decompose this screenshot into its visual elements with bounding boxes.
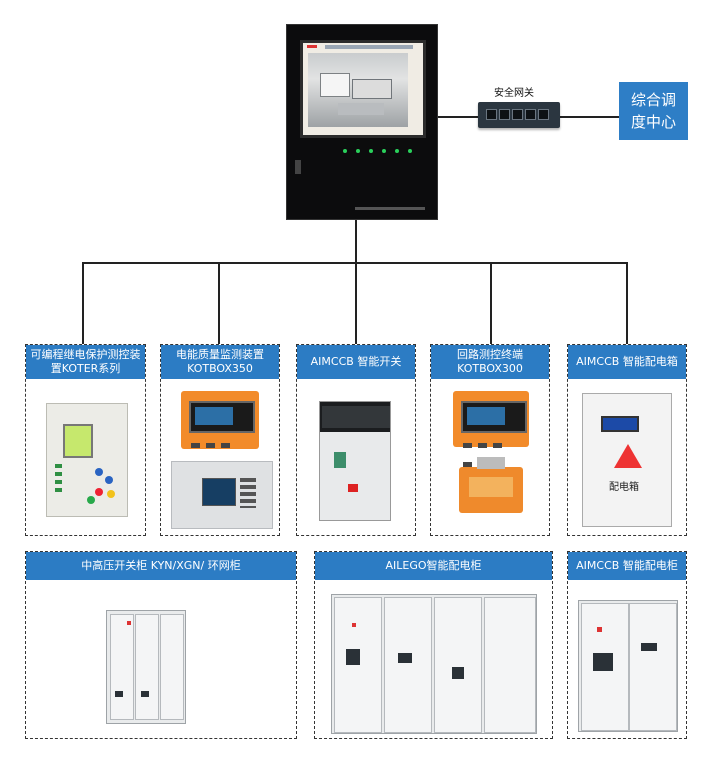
switch-label: 安全网关 <box>494 88 534 99</box>
smart-breaker-image <box>319 401 391 521</box>
warning-icon <box>614 444 642 468</box>
hv-switchgear-image <box>106 610 186 724</box>
dispatch-center-label: 综合调度中心 <box>630 91 676 131</box>
card-koter: 可编程继电保护测控装置KOTER系列 <box>25 344 146 536</box>
drop-line-3 <box>355 262 357 344</box>
box-label: 配电箱 <box>609 482 639 493</box>
server-switch-line <box>436 116 478 118</box>
cabinet-handle <box>295 160 301 174</box>
card-title-kotbox300: 回路测控终端KOTBOX300 <box>431 345 549 379</box>
drop-line-2 <box>218 262 220 344</box>
distribution-box-image: 配电箱 <box>582 393 672 527</box>
card-aimccb-box: AIMCCB 智能配电箱 配电箱 <box>567 344 687 536</box>
screen-title-bar <box>325 45 413 49</box>
card-kotbox350: 电能质量监测装置KOTBOX350 <box>160 344 280 536</box>
quality-panel-image <box>171 461 273 529</box>
screen-brand-mark <box>307 45 317 48</box>
card-title-aimccb-cabinet: AIMCCB 智能配电柜 <box>568 552 686 580</box>
card-ailego: AILEGO智能配电柜 <box>314 551 553 739</box>
loop-terminal-image <box>459 457 523 513</box>
card-title-aimccb-switch: AIMCCB 智能开关 <box>297 345 415 379</box>
drop-line-5 <box>626 262 628 344</box>
status-leds <box>343 138 435 153</box>
dispatch-center-box: 综合调度中心 <box>619 82 688 140</box>
card-title-ailego: AILEGO智能配电柜 <box>315 552 552 580</box>
card-kotbox300: 回路测控终端KOTBOX300 <box>430 344 550 536</box>
card-title-koter: 可编程继电保护测控装置KOTER系列 <box>26 345 145 379</box>
screen-3d-view <box>308 53 408 127</box>
aimccb-cabinet-image <box>578 600 678 732</box>
gateway-switch-icon <box>478 102 560 128</box>
loop-meter-image <box>453 391 529 467</box>
card-title-aimccb-box: AIMCCB 智能配电箱 <box>568 345 686 379</box>
drop-line-1 <box>82 262 84 344</box>
server-screen <box>300 40 426 138</box>
server-trunk-line <box>355 218 357 262</box>
switch-center-line <box>560 116 619 118</box>
drop-line-4 <box>490 262 492 344</box>
relay-device-image <box>46 403 128 517</box>
card-aimccb-cabinet: AIMCCB 智能配电柜 <box>567 551 687 739</box>
card-aimccb-switch: AIMCCB 智能开关 <box>296 344 416 536</box>
power-meter-image <box>181 391 259 467</box>
card-title-hv-switchgear: 中高压开关柜 KYN/XGN/ 环网柜 <box>26 552 296 580</box>
server-cabinet <box>286 24 438 220</box>
cabinet-model-plate <box>355 207 425 210</box>
card-title-kotbox350: 电能质量监测装置KOTBOX350 <box>161 345 279 379</box>
ailego-cabinet-image <box>331 594 537 734</box>
card-hv-switchgear: 中高压开关柜 KYN/XGN/ 环网柜 <box>25 551 297 739</box>
